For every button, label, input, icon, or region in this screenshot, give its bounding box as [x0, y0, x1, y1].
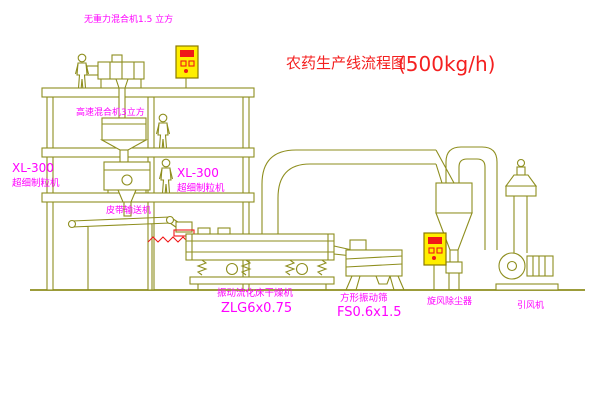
gravity-free-mixer [86, 54, 145, 119]
flexible-connector [173, 229, 195, 237]
label-gravity-free-mixer: 无重力混合机1.5 立方 [84, 13, 173, 25]
dryer-internal-lines [186, 234, 334, 260]
belt-lines [71, 216, 185, 290]
building-structure [41, 87, 255, 291]
hs-mixer-body [101, 117, 147, 141]
panel-button-2 [436, 247, 443, 254]
panel-indicator [432, 256, 436, 260]
floor-slab-2 [41, 147, 255, 158]
panel-button-2 [188, 60, 195, 67]
duct-inner [277, 163, 436, 234]
worker-roof [74, 53, 90, 89]
label-cyclone: 旋风除尘器 [427, 295, 472, 307]
panel-button-1 [428, 247, 435, 254]
panel-display [180, 50, 194, 57]
stack-cap-roof [504, 174, 538, 187]
cyclone-dust-pipe [449, 249, 459, 263]
diagram-title-capacity: (500kg/h) [398, 52, 495, 76]
label-fan: 引风机 [517, 299, 544, 311]
sieve-body [345, 249, 403, 277]
belt-conveyor [67, 215, 185, 290]
cyclone-supports [448, 273, 460, 290]
label-granulator-mid-model: XL-300 [177, 166, 219, 180]
belt-roller-left [67, 219, 77, 229]
roof-slab [41, 87, 255, 98]
high-speed-mixer [99, 117, 149, 163]
label-sieve-model: FS0.6x1.5 [337, 305, 402, 320]
cyclone-receiver [445, 261, 463, 274]
label-granulator-left-name: 超细制粒机 [12, 177, 60, 189]
cyclone-outlet-inner [458, 158, 486, 250]
dryer-feed-inlet [147, 221, 195, 243]
mixer-discharge-cone [115, 78, 129, 89]
fan-motor-fins [532, 256, 546, 276]
dryer-body [185, 233, 335, 261]
control-panel-ground [423, 232, 447, 290]
label-sieve-name: 方形振动筛 [340, 292, 388, 304]
granulator-rotor [121, 174, 133, 186]
red-hatch [147, 236, 189, 243]
stack-cap-base [505, 185, 537, 197]
granulator [103, 161, 151, 217]
cyclone-cylinder [435, 182, 473, 214]
fan-motor [526, 255, 554, 277]
vibrating-sieve [345, 239, 405, 291]
granulator-downpipe [123, 201, 132, 217]
panel-indicator [184, 69, 188, 73]
granulator-details [104, 169, 150, 193]
stack-cap-neck [516, 166, 526, 176]
diagram-title: 农药生产线流程图 [286, 54, 406, 72]
label-dryer-name: 振动流化床干燥机 [217, 287, 294, 299]
label-belt-conveyor: 皮带输送机 [106, 204, 151, 216]
granulator-body [103, 161, 151, 191]
hs-mixer-downpipe [119, 149, 129, 163]
dryer-base-frame [189, 276, 335, 285]
sieve-outlet [375, 275, 391, 285]
dryer-port-1 [197, 227, 211, 235]
induced-draft-fan [495, 252, 559, 291]
cyclone-inlet-slant [435, 149, 455, 184]
vibration-motor-2 [295, 262, 309, 276]
dryer-springs [196, 259, 328, 276]
label-dryer-model: ZLG6x0.75 [221, 301, 292, 316]
fluid-bed-dryer [185, 227, 353, 290]
dryer-port-2 [217, 227, 231, 235]
panel-display [428, 237, 442, 244]
mixer-inlet [111, 54, 123, 63]
dryer-base-legs [197, 245, 353, 290]
label-granulator-left-model: XL-300 [12, 161, 54, 175]
sieve-decks-feet [345, 255, 405, 291]
feed-hopper [175, 221, 193, 233]
exhaust-stack [504, 158, 538, 253]
labels: 农药生产线流程图 (500kg/h) 无重力混合机1.5 立方 高速混合机3立方… [12, 13, 544, 320]
control-panel-roof [175, 45, 199, 89]
fan-hub [506, 260, 518, 272]
cyclone-separator [435, 146, 498, 290]
worker-floor-3 [158, 158, 174, 194]
label-high-speed-mixer: 高速混合机3立方 [76, 106, 145, 118]
duct-outer [261, 149, 436, 234]
mixer-body [97, 61, 145, 80]
floor-slab-3 [41, 192, 255, 203]
exhaust-duct [261, 149, 455, 234]
cyclone-outlet-outer [445, 146, 498, 250]
stack-finial [516, 158, 526, 168]
label-granulator-mid-name: 超细制粒机 [177, 182, 225, 194]
panel-button-1 [180, 60, 187, 67]
belt-roller-right [165, 215, 175, 225]
mixer-details [100, 62, 142, 88]
panel-stand [180, 78, 193, 89]
fan-base [495, 283, 559, 291]
vibration-motor-1 [225, 262, 239, 276]
stack-pipe [513, 196, 528, 253]
fan-scroll [498, 252, 526, 280]
worker-floor-2 [155, 113, 171, 149]
sieve-inlet [349, 239, 367, 251]
